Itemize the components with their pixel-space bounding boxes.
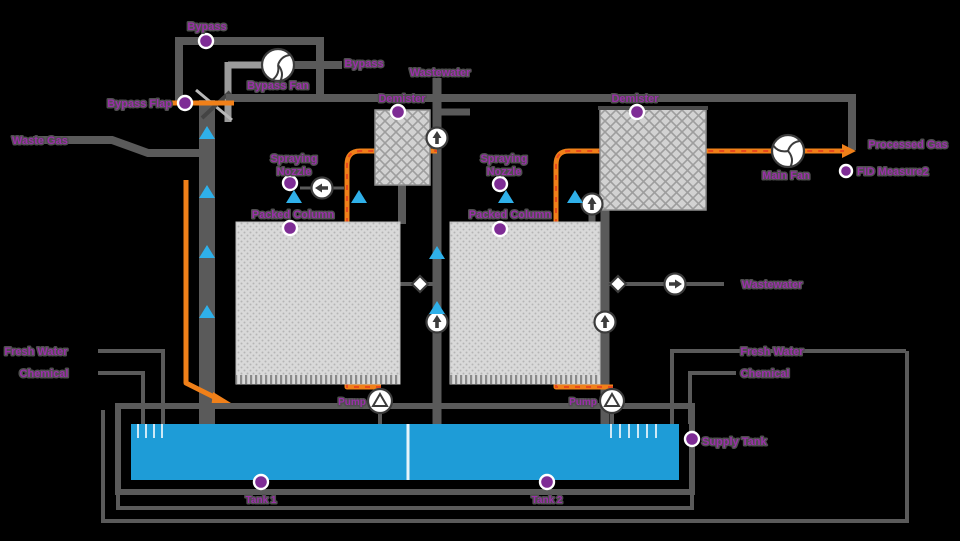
marker-spraying-nozzle-2[interactable] bbox=[491, 175, 509, 193]
label-fresh-water-left: Fresh Water bbox=[4, 346, 68, 358]
label-demister-2: Demister bbox=[611, 93, 659, 105]
marker-tank-2[interactable] bbox=[538, 473, 556, 491]
label-chemical-right: Chemical bbox=[741, 368, 790, 380]
vessels bbox=[115, 106, 708, 495]
label-fresh-water-right: Fresh Water bbox=[740, 346, 804, 358]
label-bypass-out: Bypass bbox=[344, 58, 383, 70]
label-fid-measure: FID Measure2 bbox=[857, 166, 929, 178]
label-tank-2: Tank 2 bbox=[532, 495, 563, 506]
flow-indicator-left bbox=[310, 176, 334, 200]
label-spraying-2-line1: Spraying bbox=[480, 153, 527, 165]
pump-1-icon bbox=[366, 387, 394, 415]
gas-out-arrowhead bbox=[842, 144, 856, 158]
label-spraying-1-line2: Nozzle bbox=[277, 166, 312, 178]
marker-packed-column-2[interactable] bbox=[491, 220, 509, 238]
label-chemical-left: Chemical bbox=[20, 368, 69, 380]
packed-column-1-vessel bbox=[235, 221, 401, 385]
waste-gas-duct bbox=[33, 136, 201, 157]
supply-tank-shell bbox=[115, 403, 695, 495]
symbols bbox=[199, 47, 806, 415]
label-waste-gas: Waste Gas bbox=[12, 135, 68, 147]
label-tank-1: Tank 1 bbox=[246, 495, 277, 506]
marker-bypass[interactable] bbox=[197, 32, 215, 50]
flow-indicator-up bbox=[593, 310, 617, 334]
diamond-valve-icon bbox=[410, 274, 430, 294]
marker-fid-measure[interactable] bbox=[838, 163, 854, 179]
label-wastewater-top: Wastewater bbox=[410, 67, 471, 79]
labels: Bypass Bypass Fan Bypass Bypass Flap Was… bbox=[3, 20, 949, 508]
label-bypass-top: Bypass bbox=[187, 21, 226, 33]
hotspot-markers bbox=[176, 32, 854, 491]
label-bypass-flap: Bypass Flap bbox=[107, 98, 172, 110]
label-processed-gas: Processed Gas bbox=[868, 139, 948, 151]
marker-demister-1[interactable] bbox=[389, 103, 407, 121]
label-packed-column-2: Packed Column bbox=[469, 209, 552, 221]
flow-indicator-up bbox=[425, 126, 449, 150]
label-supply-tank: Supply Tank bbox=[702, 436, 767, 448]
label-pump-2: Pump bbox=[569, 397, 597, 408]
flow-indicator-up bbox=[425, 310, 449, 334]
label-main-fan: Main Fan bbox=[762, 170, 810, 182]
flow-indicator-right bbox=[663, 272, 687, 296]
diamond-valve-icon bbox=[608, 274, 628, 294]
main-fan-icon bbox=[770, 133, 806, 169]
demister-2-vessel bbox=[599, 107, 707, 211]
recirculation-lines bbox=[170, 100, 856, 409]
label-pump-1: Pump bbox=[338, 397, 366, 408]
demister-1-vessel bbox=[374, 109, 431, 186]
marker-bypass-flap[interactable] bbox=[176, 94, 194, 112]
marker-packed-column-1[interactable] bbox=[281, 219, 299, 237]
label-packed-column-1: Packed Column bbox=[252, 209, 335, 221]
tank-inlet-stubs bbox=[137, 424, 657, 438]
packed-column-2-vessel bbox=[449, 221, 601, 385]
marker-spraying-nozzle-1[interactable] bbox=[281, 174, 299, 192]
pump-2-icon bbox=[598, 387, 626, 415]
bottom-piping bbox=[101, 351, 909, 523]
marker-tank-1[interactable] bbox=[252, 473, 270, 491]
supply-tank-water bbox=[131, 424, 679, 480]
bypass-fan-icon bbox=[260, 47, 296, 83]
label-demister-1: Demister bbox=[378, 93, 426, 105]
flow-indicator-up bbox=[580, 192, 604, 216]
label-spraying-2-line2: Nozzle bbox=[487, 166, 522, 178]
packed-column-1-grate bbox=[236, 375, 400, 384]
marker-supply-tank[interactable] bbox=[683, 430, 701, 448]
packed-column-2-grate bbox=[450, 375, 600, 384]
label-bypass-fan: Bypass Fan bbox=[247, 80, 309, 92]
spray-nozzle-icons bbox=[199, 126, 583, 318]
label-wastewater-out: Wastewater bbox=[742, 279, 803, 291]
marker-demister-2[interactable] bbox=[628, 103, 646, 121]
label-spraying-1-line1: Spraying bbox=[270, 153, 317, 165]
